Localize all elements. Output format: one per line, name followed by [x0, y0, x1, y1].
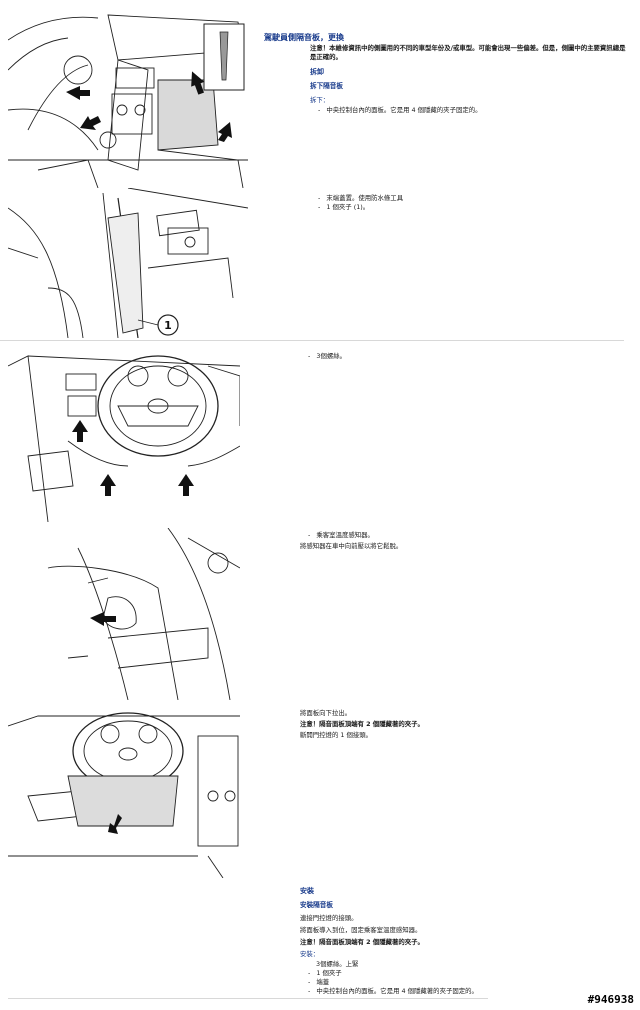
removal-step-d1: - 乘客室溫度感知器。	[308, 531, 374, 539]
figure-pull-panel	[8, 706, 240, 878]
removal-step-c1: - 3個螺絲。	[308, 352, 347, 360]
removal-heading: 拆卸	[310, 68, 324, 76]
figure-console-panel	[8, 10, 248, 188]
figure-temp-sensor	[8, 528, 240, 700]
step-text: 3個螺絲。	[316, 352, 347, 360]
figure-end-cap: 1	[8, 188, 248, 338]
step-text: 1 個夾子	[316, 969, 342, 977]
step-text: 乘客室溫度感知器。	[316, 531, 374, 539]
install-step-3: - 中央控制台內的面板。它是用 4 個隱藏著的夾子固定的。	[308, 987, 478, 995]
install-connect: 連接門控燈的接頭。	[300, 914, 358, 922]
disconnect-connector: 斷開門控燈的 1 個接頭。	[300, 731, 373, 739]
divider	[0, 340, 624, 341]
install-guide-panel: 將面板導入到位，固定乘客室溫度感知器。	[300, 926, 422, 934]
install-label: 安裝：	[300, 950, 320, 958]
removal-subheading: 拆下隔音板	[310, 82, 343, 90]
removal-step-a1: - 中央控制台內的面板。它是用 4 個隱藏的夾子固定的。	[318, 106, 482, 114]
page-title: 駕駛員側隔音板，更換	[264, 33, 344, 42]
removal-label: 拆下：	[310, 96, 330, 104]
step-text: 端蓋	[316, 978, 330, 986]
figure-steering-screws	[8, 346, 240, 522]
pull-panel: 將面板向下拉出。	[300, 709, 352, 717]
removal-step-b2: - 1 個夾子 (1)。	[318, 203, 370, 211]
install-screws: 3個螺絲。上緊	[316, 960, 359, 968]
warning-clips-removal: 注意！隔音面板頂端有 2 個隱藏著的夾子。	[300, 720, 424, 728]
removal-step-b1: - 末端蓋置。使用防水條工具	[318, 194, 404, 202]
divider	[8, 998, 488, 999]
step-text: 中央控制台內的面板。它是用 4 個隱藏著的夾子固定的。	[316, 987, 478, 995]
step-text: 1 個夾子 (1)。	[326, 203, 370, 211]
warning-clips-install: 注意！隔音面板頂端有 2 個隱藏著的夾子。	[300, 938, 424, 946]
step-text: 末端蓋置。使用防水條工具	[326, 194, 404, 202]
step-text: 中央控制台內的面板。它是用 4 個隱藏的夾子固定的。	[326, 106, 482, 114]
sensor-note: 將感知器在車中向前壓以將它鬆脫。	[300, 542, 403, 550]
install-step-1: - 1 個夾子	[308, 969, 342, 977]
install-step-2: - 端蓋	[308, 978, 330, 986]
image-id: #946938	[587, 993, 634, 1006]
install-subheading: 安裝隔音板	[300, 901, 333, 909]
callout-number: 1	[164, 319, 172, 332]
install-heading: 安裝	[300, 887, 314, 895]
intro-note: 注意！本維修資訊中的側圖用的不同的車型年份及/或車型。可能會出現一些偏差。但是，…	[310, 44, 626, 61]
